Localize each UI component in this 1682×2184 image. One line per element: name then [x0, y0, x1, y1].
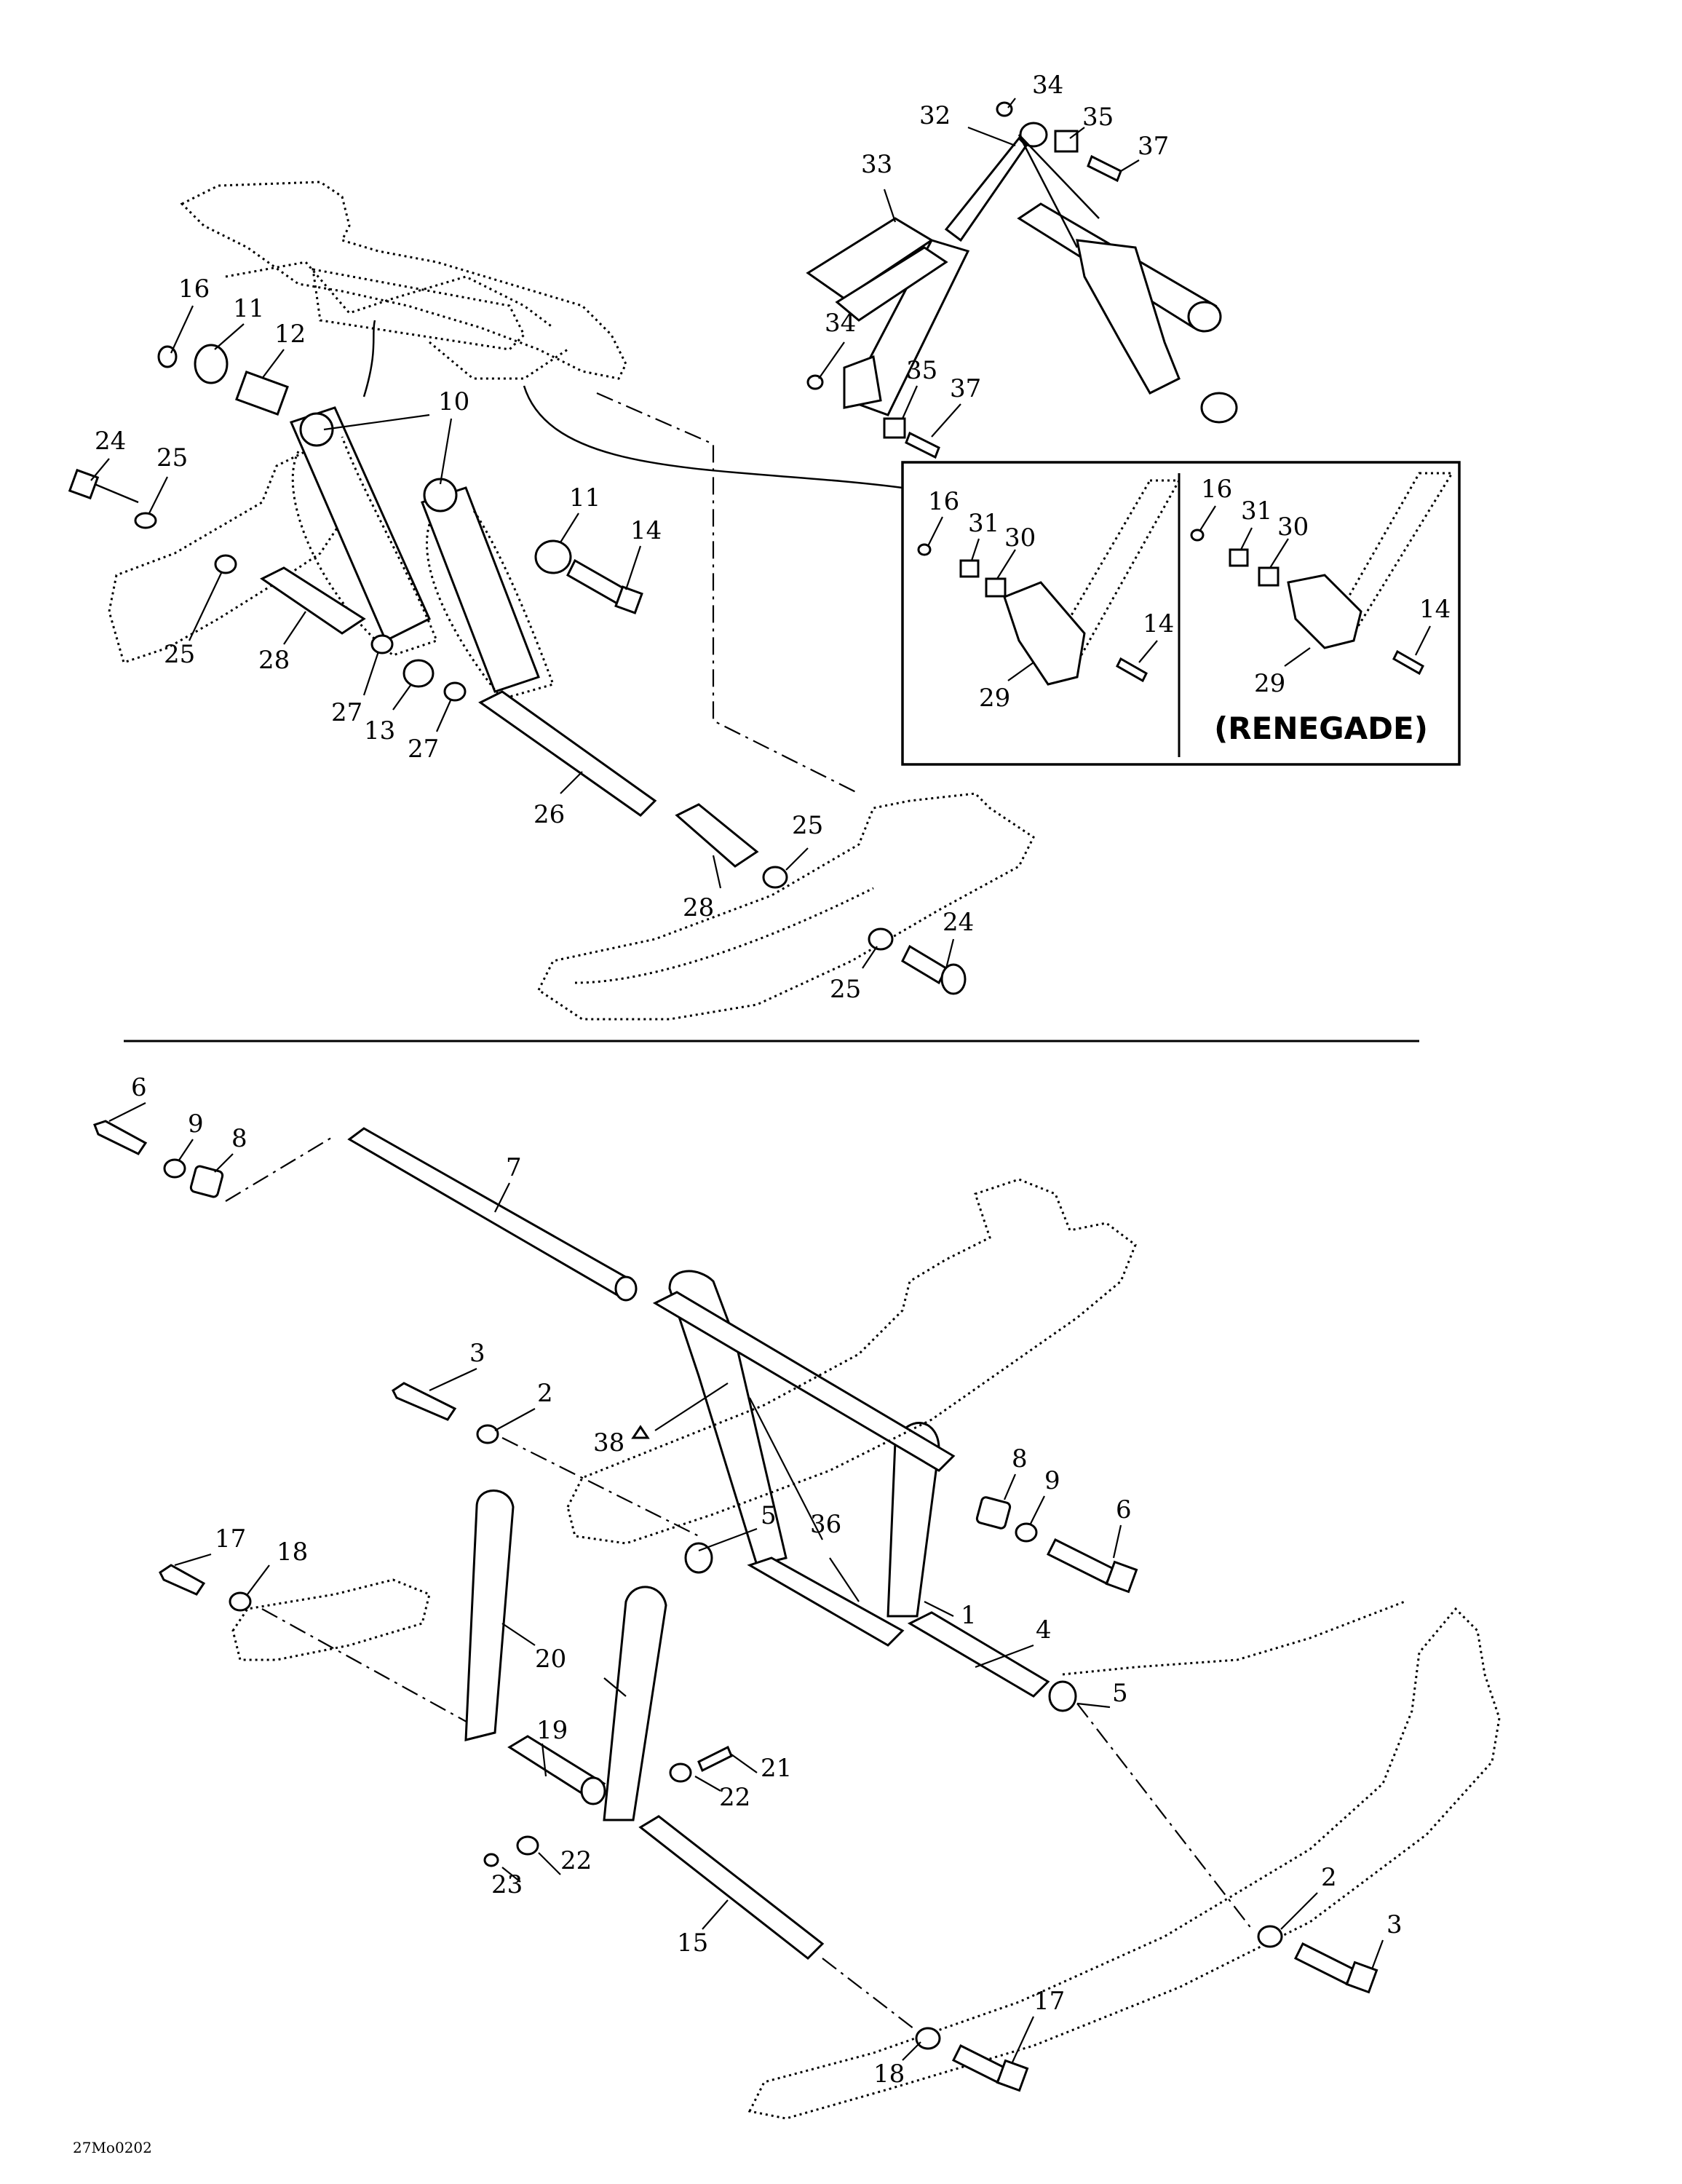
callout: 25 — [792, 811, 823, 840]
callout: 1 — [961, 1601, 977, 1630]
callout: 16 — [1201, 475, 1232, 504]
callout: 20 — [535, 1645, 566, 1674]
callouts-top: 34 32 35 37 33 16 11 12 34 35 37 10 24 2… — [95, 71, 1451, 1004]
callout: 8 — [1012, 1444, 1028, 1473]
renegade-inset: (RENEGADE) — [901, 461, 1461, 766]
callout: 16 — [178, 274, 210, 304]
callout: 16 — [928, 487, 959, 516]
callout: 3 — [1387, 1910, 1403, 1939]
callout: 4 — [1036, 1615, 1052, 1645]
callout: 10 — [438, 387, 469, 416]
shock-upper-detail — [806, 101, 1238, 459]
callout: 19 — [536, 1716, 568, 1745]
callout: 11 — [233, 294, 264, 323]
callout: 23 — [491, 1870, 523, 1899]
callout: 22 — [560, 1846, 592, 1875]
callout: 6 — [1116, 1495, 1132, 1524]
callout: 34 — [825, 309, 856, 338]
callout: 36 — [810, 1510, 841, 1539]
callout: 33 — [861, 150, 892, 179]
callout: 27 — [408, 735, 439, 764]
callout: 12 — [274, 320, 306, 349]
callout: 26 — [533, 800, 565, 829]
front-suspension-shock-assembly — [68, 181, 1035, 1021]
callout: 18 — [873, 2060, 905, 2089]
callout: 30 — [1277, 513, 1309, 542]
callout: 25 — [156, 443, 188, 472]
callout: 8 — [231, 1124, 247, 1153]
callout: 24 — [943, 908, 974, 937]
callout: 14 — [1419, 595, 1451, 624]
callout: 38 — [593, 1428, 624, 1457]
drawing-code: 27Mo0202 — [73, 2139, 152, 2156]
callout: 14 — [1143, 609, 1174, 638]
callout: 34 — [1032, 71, 1063, 100]
callout: 24 — [95, 427, 126, 456]
callouts-bottom: 6 9 8 7 3 2 38 8 9 6 5 36 17 18 1 20 4 1… — [131, 1073, 1403, 2089]
callout: 17 — [215, 1524, 246, 1554]
callout: 11 — [569, 483, 600, 513]
callout: 2 — [537, 1379, 553, 1408]
callout: 2 — [1321, 1863, 1337, 1892]
callout: 32 — [919, 101, 951, 130]
callout: 25 — [164, 640, 195, 669]
callout: 31 — [968, 509, 999, 538]
callout: 7 — [506, 1153, 522, 1182]
callout: 37 — [950, 374, 981, 403]
callout: 28 — [258, 646, 290, 675]
callout: 17 — [1034, 1987, 1065, 2016]
callout: 9 — [1044, 1466, 1060, 1495]
callout: 14 — [630, 516, 662, 545]
callout: 21 — [761, 1754, 792, 1783]
callout: 30 — [1004, 523, 1036, 553]
callout: 22 — [719, 1783, 750, 1812]
callout: 9 — [188, 1109, 204, 1139]
callout: 27 — [331, 698, 362, 727]
callout: 5 — [1112, 1679, 1128, 1708]
callout: 15 — [677, 1928, 708, 1958]
rear-suspension-arm-assembly — [93, 1120, 1501, 2120]
callout: 35 — [906, 356, 937, 385]
leader-lines — [90, 98, 1431, 2065]
callout: 18 — [277, 1538, 308, 1567]
callout: 37 — [1138, 132, 1169, 161]
renegade-label: (RENEGADE) — [1214, 711, 1428, 746]
callout: 25 — [830, 975, 861, 1004]
callout: 13 — [364, 716, 395, 745]
callout: 28 — [683, 893, 714, 922]
callout: 31 — [1241, 496, 1272, 526]
callout: 29 — [1254, 669, 1285, 698]
callout: 6 — [131, 1073, 147, 1102]
callout: 3 — [469, 1339, 485, 1368]
callout: 5 — [761, 1501, 777, 1530]
callout: 29 — [979, 684, 1010, 713]
callout: 35 — [1082, 103, 1114, 132]
